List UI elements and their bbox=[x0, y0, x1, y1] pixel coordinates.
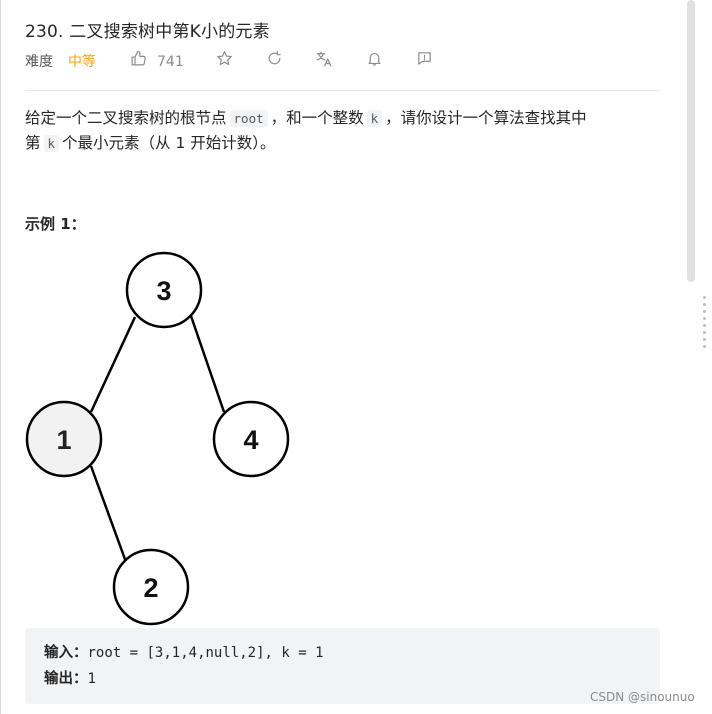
grip-dot-icon bbox=[703, 331, 706, 334]
like-button[interactable]: 741 bbox=[130, 50, 184, 74]
description-text: 第 bbox=[25, 134, 41, 152]
refresh-icon bbox=[266, 50, 283, 74]
notify-button[interactable] bbox=[364, 51, 384, 73]
tree-node-label: 3 bbox=[156, 276, 171, 306]
example-output-label: 输出： bbox=[44, 671, 88, 687]
bell-icon bbox=[366, 50, 383, 74]
example-input-label: 输入： bbox=[44, 645, 88, 661]
header-divider bbox=[25, 90, 660, 91]
description-text: ，请你设计一个算法查找其中 bbox=[385, 109, 587, 127]
problem-title: 230. 二叉搜索树中第K小的元素 bbox=[25, 22, 270, 42]
problem-meta-bar: 难度 中等 741 bbox=[25, 50, 465, 74]
star-icon bbox=[216, 50, 233, 74]
tree-node: 4 bbox=[212, 400, 290, 478]
binary-tree-diagram: 3 1 4 2 bbox=[25, 251, 290, 626]
grip-dot-icon bbox=[703, 310, 706, 313]
inline-code-k: k bbox=[366, 110, 383, 127]
tree-node: 2 bbox=[112, 548, 190, 626]
description-text: 个最小元素（从 1 开始计数）。 bbox=[62, 134, 276, 152]
inline-code-k: k bbox=[43, 135, 60, 152]
grip-dot-icon bbox=[703, 324, 706, 327]
feedback-button[interactable] bbox=[414, 51, 434, 73]
example-title: 示例 1： bbox=[25, 215, 86, 233]
tree-edge bbox=[189, 315, 226, 413]
grip-dot-icon bbox=[703, 317, 706, 320]
tree-edge bbox=[89, 316, 137, 413]
example-input-line: 输入：root = [3,1,4,null,2], k = 1 bbox=[44, 642, 324, 664]
tree-node-label: 2 bbox=[143, 573, 158, 603]
scrollbar-thumb[interactable] bbox=[687, 0, 695, 282]
description-text: 给定一个二叉搜索树的根节点 bbox=[25, 109, 227, 127]
grip-dot-icon bbox=[703, 303, 706, 306]
grip-dot-icon bbox=[703, 338, 706, 341]
example-output-line: 输出：1 bbox=[44, 668, 96, 690]
like-count: 741 bbox=[157, 54, 184, 70]
tree-node-label: 1 bbox=[56, 425, 71, 455]
tree-edges bbox=[89, 315, 226, 563]
thumbs-up-icon bbox=[130, 50, 147, 74]
problem-panel: 230. 二叉搜索树中第K小的元素 难度 中等 741 bbox=[25, 22, 660, 704]
tree-node: 3 bbox=[125, 251, 203, 329]
description-text: ，和一个整数 bbox=[270, 109, 364, 127]
panel-resize-handle[interactable] bbox=[703, 296, 706, 352]
difficulty-value: 中等 bbox=[68, 54, 96, 70]
feedback-icon bbox=[416, 50, 433, 74]
inline-code-root: root bbox=[229, 110, 268, 127]
grip-dot-icon bbox=[703, 296, 706, 299]
favorite-button[interactable] bbox=[214, 51, 234, 73]
translate-button[interactable] bbox=[314, 51, 334, 73]
tree-edge bbox=[89, 465, 128, 563]
example-input-value: root = [3,1,4,null,2], k = 1 bbox=[87, 645, 324, 661]
share-button[interactable] bbox=[264, 51, 284, 73]
example-output-value: 1 bbox=[87, 671, 96, 687]
tree-node-highlighted: 1 bbox=[25, 400, 103, 478]
difficulty-label: 难度 bbox=[25, 54, 53, 70]
left-border bbox=[0, 0, 1, 714]
grip-dot-icon bbox=[703, 345, 706, 348]
translate-icon bbox=[315, 50, 333, 75]
watermark: CSDN @sinounuo bbox=[590, 690, 695, 704]
tree-node-label: 4 bbox=[243, 425, 258, 455]
example-code-block: 输入：root = [3,1,4,null,2], k = 1 输出：1 bbox=[25, 628, 660, 704]
